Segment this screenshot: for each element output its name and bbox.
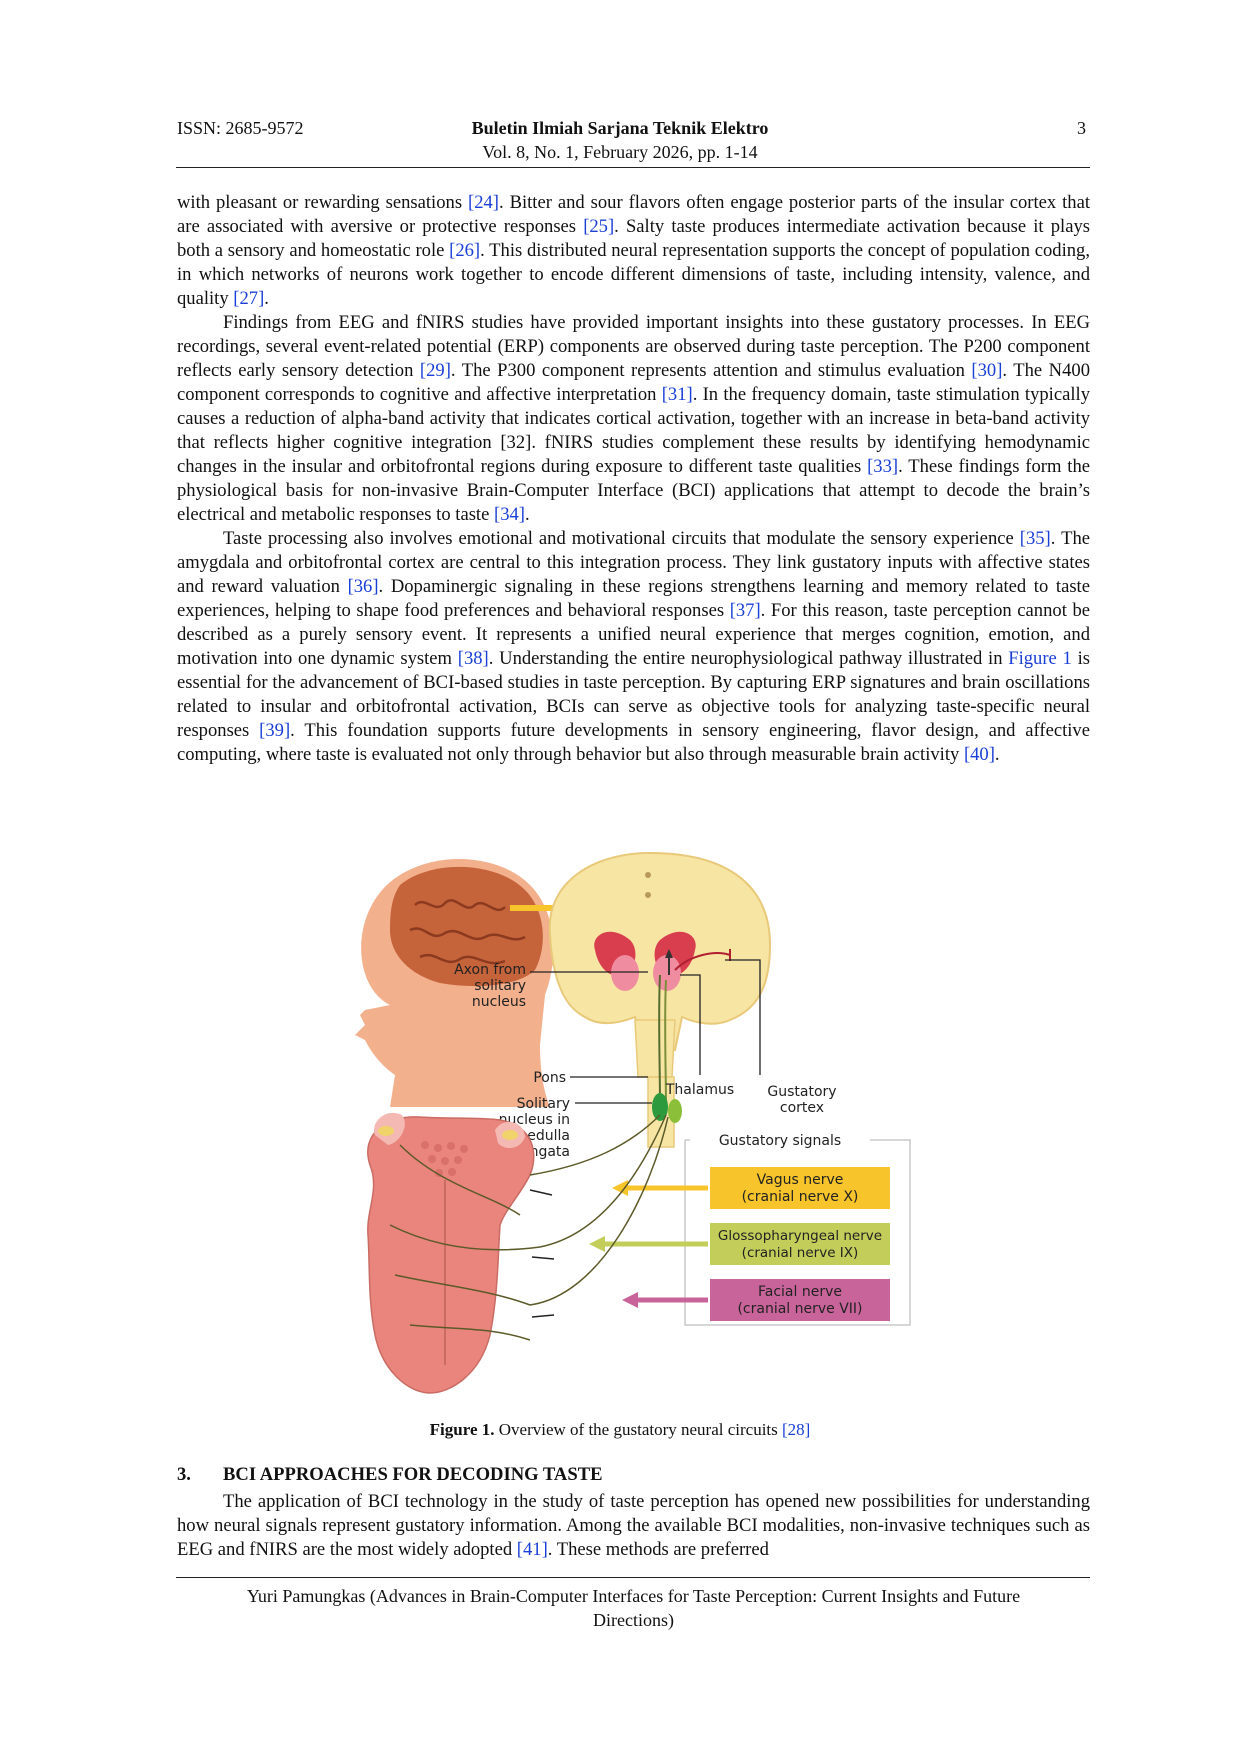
paragraph-text: The application of BCI technology in the… bbox=[177, 1491, 1090, 1560]
paragraph-text: . Dopaminergic signaling in these region… bbox=[177, 576, 1090, 621]
header-rule bbox=[176, 167, 1090, 168]
journal-title: Buletin Ilmiah Sarjana Teknik Elektro bbox=[471, 118, 769, 138]
page-number: 3 bbox=[1077, 118, 1086, 138]
figure-caption-text: Overview of the gustatory neural circuit… bbox=[494, 1420, 783, 1439]
paragraph-text: . bbox=[525, 504, 530, 525]
svg-text:solitary: solitary bbox=[474, 978, 526, 994]
citation-link[interactable]: Figure 1 bbox=[1008, 648, 1072, 669]
svg-text:Glossopharyngeal nerve: Glossopharyngeal nerve bbox=[718, 1228, 882, 1244]
footer-rule bbox=[176, 1577, 1090, 1578]
citation-link[interactable]: [25] bbox=[583, 216, 615, 237]
paragraph-text: . bbox=[264, 288, 269, 309]
vagus-nerve-box bbox=[710, 1167, 890, 1209]
section-number: 3. bbox=[177, 1464, 191, 1485]
svg-text:(cranial nerve X): (cranial nerve X) bbox=[742, 1189, 859, 1205]
label-glosso-1: Glossopharyngeal nerve bbox=[718, 1228, 882, 1244]
figure-caption: Figure 1. Overview of the gustatory neur… bbox=[0, 1420, 1240, 1440]
issn-label: ISSN: 2685-9572 bbox=[177, 118, 304, 138]
citation-link[interactable]: [34] bbox=[494, 504, 525, 525]
citation-link[interactable]: [29] bbox=[419, 360, 451, 381]
paragraph-text: . The N400 component corresponds to cogn… bbox=[177, 360, 1090, 405]
paragraph-text: . The amygdala and orbitofrontal cortex … bbox=[177, 528, 1090, 597]
body-paragraph: with pleasant or rewarding sensations [2… bbox=[177, 191, 1090, 311]
svg-text:Axon from: Axon from bbox=[454, 962, 526, 978]
citation-link[interactable]: [27] bbox=[233, 288, 265, 309]
page-footer: Yuri Pamungkas (Advances in Brain-Comput… bbox=[177, 1584, 1090, 1632]
label-axon-2: solitary bbox=[474, 978, 526, 994]
paragraph-text: . These methods are preferred bbox=[547, 1539, 769, 1560]
footer-line-1: Yuri Pamungkas (Advances in Brain-Comput… bbox=[246, 1586, 1021, 1606]
svg-text:Vagus nerve: Vagus nerve bbox=[757, 1172, 844, 1188]
paragraph-text: . In the frequency domain, taste stimula… bbox=[177, 384, 1090, 477]
paragraph-text: Taste processing also involves emotional… bbox=[223, 528, 1020, 549]
citation-link[interactable]: [37] bbox=[729, 600, 761, 621]
label-gustatory-signals: Gustatory signals bbox=[719, 1133, 841, 1149]
figure-caption-citation[interactable]: [28] bbox=[782, 1420, 811, 1439]
paragraph-text: . This distributed neural representation… bbox=[177, 240, 1090, 309]
paragraph-text: . These findings form the physiological … bbox=[177, 456, 1090, 525]
paragraph-text: . For this reason, taste perception cann… bbox=[177, 600, 1091, 669]
label-glosso-2: (cranial nerve IX) bbox=[742, 1245, 859, 1261]
svg-text:cortex: cortex bbox=[780, 1100, 824, 1116]
figure-1: Axon from solitary nucleus Pons Solitary… bbox=[330, 845, 930, 1405]
svg-text:Solitary: Solitary bbox=[517, 1096, 570, 1112]
svg-text:(cranial nerve VII): (cranial nerve VII) bbox=[737, 1301, 862, 1317]
paragraph-text: . Salty taste produces intermediate acti… bbox=[177, 216, 1090, 261]
body-text: with pleasant or rewarding sensations [2… bbox=[177, 191, 1090, 767]
paragraph-text: . Understanding the entire neurophysiolo… bbox=[488, 648, 1009, 669]
paragraph-text: . Bitter and sour flavors often engage p… bbox=[177, 192, 1090, 237]
facial-nerve-box bbox=[710, 1279, 890, 1321]
citation-link[interactable]: [33] bbox=[867, 456, 899, 477]
section-title: BCI APPROACHES FOR DECODING TASTE bbox=[223, 1464, 603, 1485]
label-gustatory-cortex-1: Gustatory bbox=[767, 1084, 836, 1100]
citation-link[interactable]: [39] bbox=[259, 720, 291, 741]
paragraph-text: . The P300 component represents attentio… bbox=[450, 360, 972, 381]
label-vagus-2: (cranial nerve X) bbox=[742, 1189, 859, 1205]
svg-text:Facial nerve: Facial nerve bbox=[758, 1284, 842, 1300]
figure-caption-label: Figure 1. bbox=[429, 1420, 495, 1439]
section-heading: 3. BCI APPROACHES FOR DECODING TASTE bbox=[177, 1464, 603, 1486]
svg-text:Gustatory signals: Gustatory signals bbox=[719, 1133, 841, 1149]
gustatory-circuit-diagram: Axon from solitary nucleus Pons Solitary… bbox=[355, 851, 911, 1394]
journal-volume: Vol. 8, No. 1, February 2026, pp. 1-14 bbox=[482, 142, 758, 162]
body-paragraph: Findings from EEG and fNIRS studies have… bbox=[177, 311, 1090, 527]
citation-link[interactable]: [36] bbox=[347, 576, 379, 597]
svg-text:Pons: Pons bbox=[533, 1070, 566, 1086]
label-gustatory-cortex-2: cortex bbox=[780, 1100, 824, 1116]
svg-text:Thalamus: Thalamus bbox=[665, 1082, 734, 1098]
citation-link[interactable]: [40] bbox=[963, 744, 995, 765]
paragraph-text: Findings from EEG and fNIRS studies have… bbox=[177, 312, 1090, 381]
citation-link[interactable]: [31] bbox=[661, 384, 693, 405]
gustatory-signals-panel: Gustatory signals Vagus nerve (cranial n… bbox=[589, 1133, 911, 1326]
label-facial-1: Facial nerve bbox=[758, 1284, 842, 1300]
paragraph-text: . This foundation supports future develo… bbox=[177, 720, 1090, 765]
footer-line-2: Directions) bbox=[593, 1610, 674, 1630]
citation-link[interactable]: [26] bbox=[449, 240, 481, 261]
citation-link[interactable]: [41] bbox=[516, 1539, 548, 1560]
tongue-illustration bbox=[367, 1112, 669, 1394]
section-body: The application of BCI technology in the… bbox=[177, 1490, 1090, 1562]
label-thalamus: Thalamus bbox=[665, 1082, 734, 1098]
label-pons: Pons bbox=[533, 1070, 566, 1086]
citation-link[interactable]: [30] bbox=[971, 360, 1003, 381]
section-paragraph: The application of BCI technology in the… bbox=[177, 1490, 1090, 1562]
paragraph-text: . bbox=[994, 744, 1000, 765]
citation-link[interactable]: [24] bbox=[468, 192, 499, 213]
glossopharyngeal-nerve-box bbox=[710, 1223, 890, 1265]
label-facial-2: (cranial nerve VII) bbox=[737, 1301, 862, 1317]
journal-header: Buletin Ilmiah Sarjana Teknik Elektro Vo… bbox=[0, 116, 1240, 164]
label-solitary-1: Solitary bbox=[517, 1096, 570, 1112]
citation-link[interactable]: [38] bbox=[457, 648, 489, 669]
svg-text:Gustatory: Gustatory bbox=[767, 1084, 836, 1100]
label-axon-1: Axon from bbox=[454, 962, 526, 978]
citation-link[interactable]: [35] bbox=[1019, 528, 1051, 549]
label-axon-3: nucleus bbox=[472, 994, 526, 1010]
paragraph-text: is essential for the advancement of BCI-… bbox=[177, 648, 1090, 741]
svg-text:nucleus: nucleus bbox=[472, 994, 526, 1010]
label-vagus-1: Vagus nerve bbox=[757, 1172, 844, 1188]
head-illustration bbox=[355, 858, 554, 1107]
paragraph-text: with pleasant or rewarding sensations bbox=[177, 192, 468, 213]
body-paragraph: Taste processing also involves emotional… bbox=[177, 527, 1090, 767]
svg-text:(cranial nerve IX): (cranial nerve IX) bbox=[742, 1245, 859, 1261]
